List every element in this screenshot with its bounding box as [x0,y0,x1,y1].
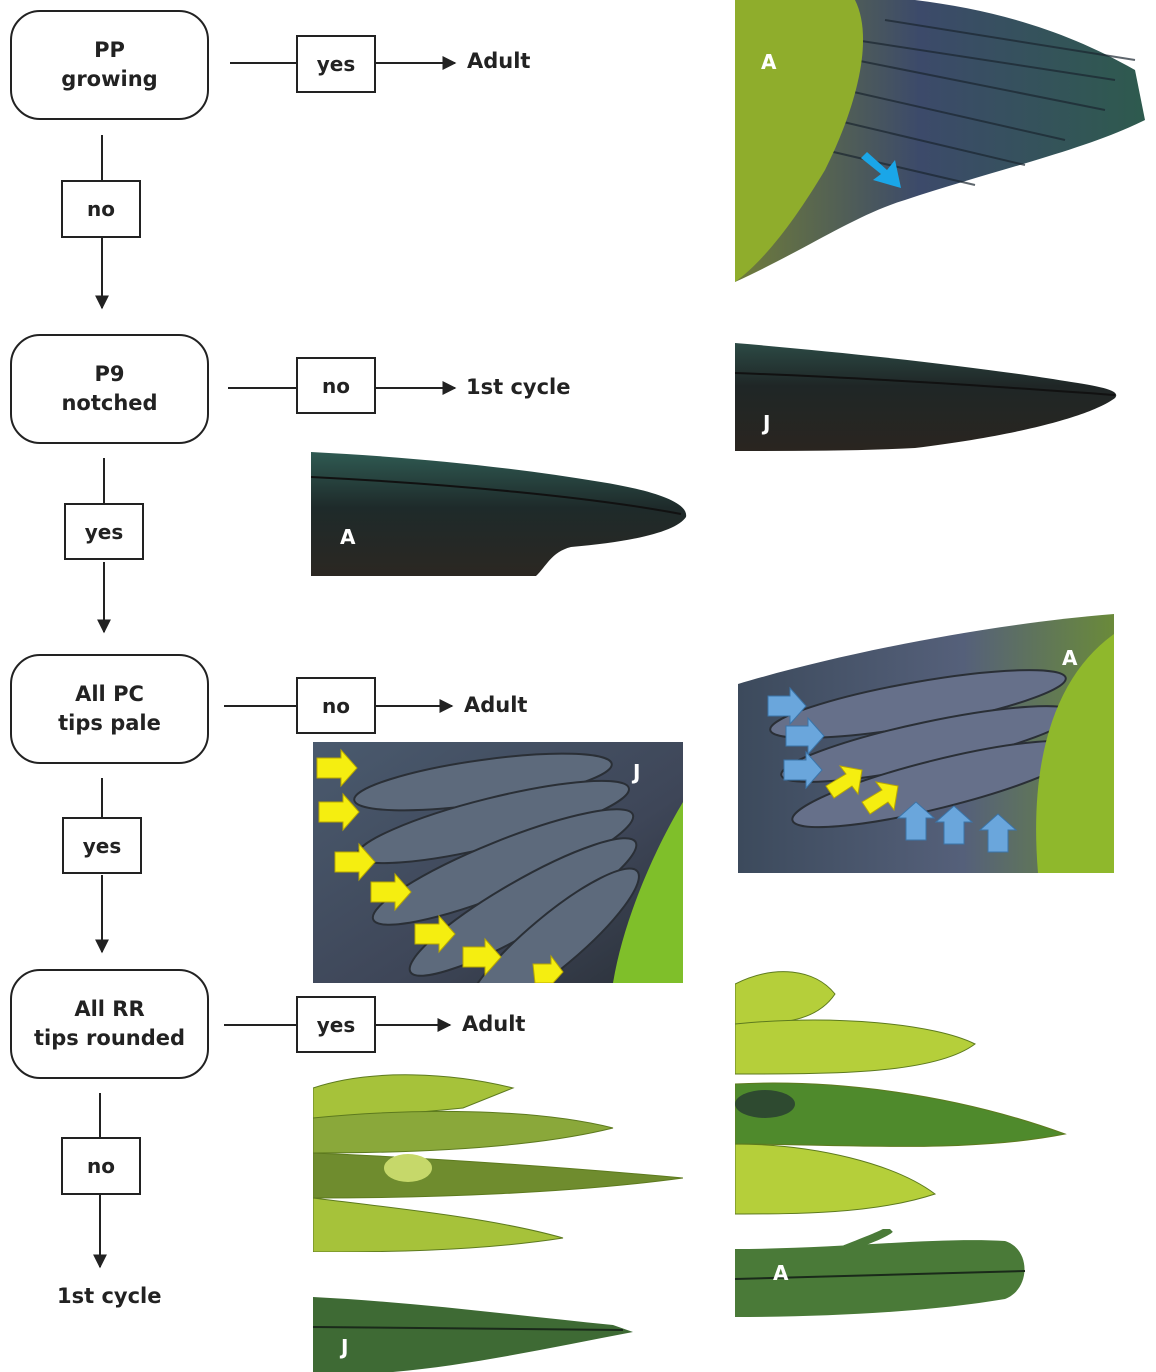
answer-box: no [61,1137,141,1195]
photo-coverts-adult: A [738,614,1114,873]
decision-pp-growing: PP growing [10,10,209,120]
decision-p9-notched: P9 notched [10,334,209,444]
decision-pc-tips-pale: All PC tips pale [10,654,209,764]
node-line2: notched [61,389,157,418]
photo-p9-juvenile: J [735,343,1121,451]
node-line2: tips rounded [34,1024,185,1053]
photo-label: A [773,1261,788,1285]
result-label: Adult [464,693,527,717]
node-line1: P9 [94,360,124,389]
answer-box: no [296,677,376,734]
node-line2: tips pale [58,709,161,738]
result-label: Adult [462,1012,525,1036]
answer-box: no [296,357,376,414]
answer-box: yes [296,35,376,93]
photo-label: J [341,1335,348,1359]
photo-label: J [633,760,640,784]
photo-label: A [1062,646,1077,670]
node-line1: All PC [75,680,144,709]
result-label: Adult [467,49,530,73]
final-result-label: 1st cycle [57,1284,162,1308]
photo-rectrix-juvenile: J [313,1297,633,1372]
photo-rectrix-adult: A [735,1229,1031,1317]
answer-box: yes [64,503,144,560]
photo-tail-adult [735,964,1068,1226]
answer-box: yes [62,817,142,874]
photo-label: J [763,411,770,435]
photo-label: A [340,525,355,549]
node-line2: growing [61,65,157,94]
answer-box: yes [296,996,376,1053]
decision-rr-tips-rounded: All RR tips rounded [10,969,209,1079]
photo-adult-wing: A [735,0,1156,282]
photo-p9-adult: A [311,452,689,576]
photo-label: A [761,50,776,74]
photo-tail-juvenile [313,1068,683,1252]
answer-box: no [61,180,141,238]
result-label: 1st cycle [466,375,571,399]
node-line1: All RR [74,995,144,1024]
photo-coverts-juvenile: J [313,742,683,983]
node-line1: PP [94,36,125,65]
